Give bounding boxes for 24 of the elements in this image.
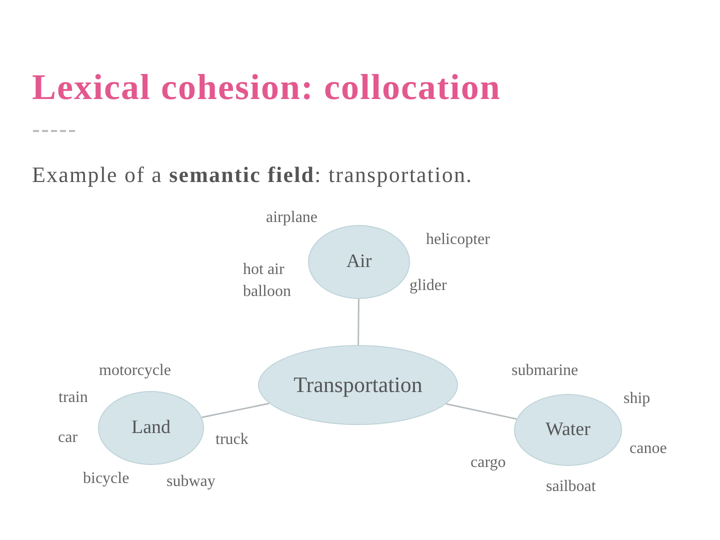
collocate-word: cargo — [470, 453, 506, 473]
collocate-word: airplane — [266, 208, 318, 228]
collocate-word: subway — [166, 472, 216, 492]
collocate-word: bicycle — [83, 469, 130, 489]
collocate-word: ship — [624, 389, 650, 409]
connector-line — [358, 299, 360, 345]
collocate-word: canoe — [630, 439, 667, 459]
slide-title: Lexical cohesion: collocation — [32, 66, 501, 109]
collocate-word: car — [58, 428, 78, 448]
connector-line — [202, 402, 270, 418]
collocate-word: submarine — [512, 361, 578, 381]
collocate-word: helicopter — [426, 230, 490, 250]
subtitle-text: Example of a semantic field: transportation. — [32, 162, 473, 188]
node-label: Land — [131, 417, 171, 439]
collocate-word: hot air balloon — [243, 260, 292, 302]
node-label: Air — [346, 251, 372, 273]
connector-line — [446, 403, 517, 420]
node-label: Water — [546, 419, 590, 441]
collocate-word: train — [58, 388, 88, 408]
node-label: Transportation — [294, 372, 422, 398]
collocate-word: glider — [410, 276, 447, 296]
collocate-word: truck — [216, 430, 248, 450]
collocate-word: motorcycle — [99, 361, 171, 381]
collocate-word: sailboat — [546, 477, 596, 497]
